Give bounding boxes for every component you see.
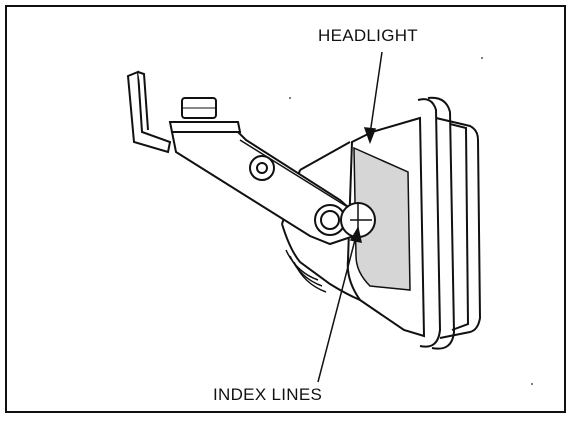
speck bbox=[289, 97, 291, 99]
headlight-label: HEADLIGHT bbox=[318, 26, 418, 45]
speck bbox=[531, 383, 533, 385]
diagram-border bbox=[5, 5, 566, 413]
vertical-bracket bbox=[126, 70, 172, 154]
headlight-leader bbox=[363, 51, 383, 145]
pivot-hole bbox=[249, 155, 275, 181]
headlight-rim bbox=[417, 96, 482, 350]
index-circles bbox=[314, 202, 376, 238]
index-lines-leader bbox=[317, 225, 362, 383]
speck bbox=[481, 57, 483, 59]
mounting-bolt bbox=[168, 97, 242, 133]
index-lines-label: INDEX LINES bbox=[213, 385, 323, 404]
